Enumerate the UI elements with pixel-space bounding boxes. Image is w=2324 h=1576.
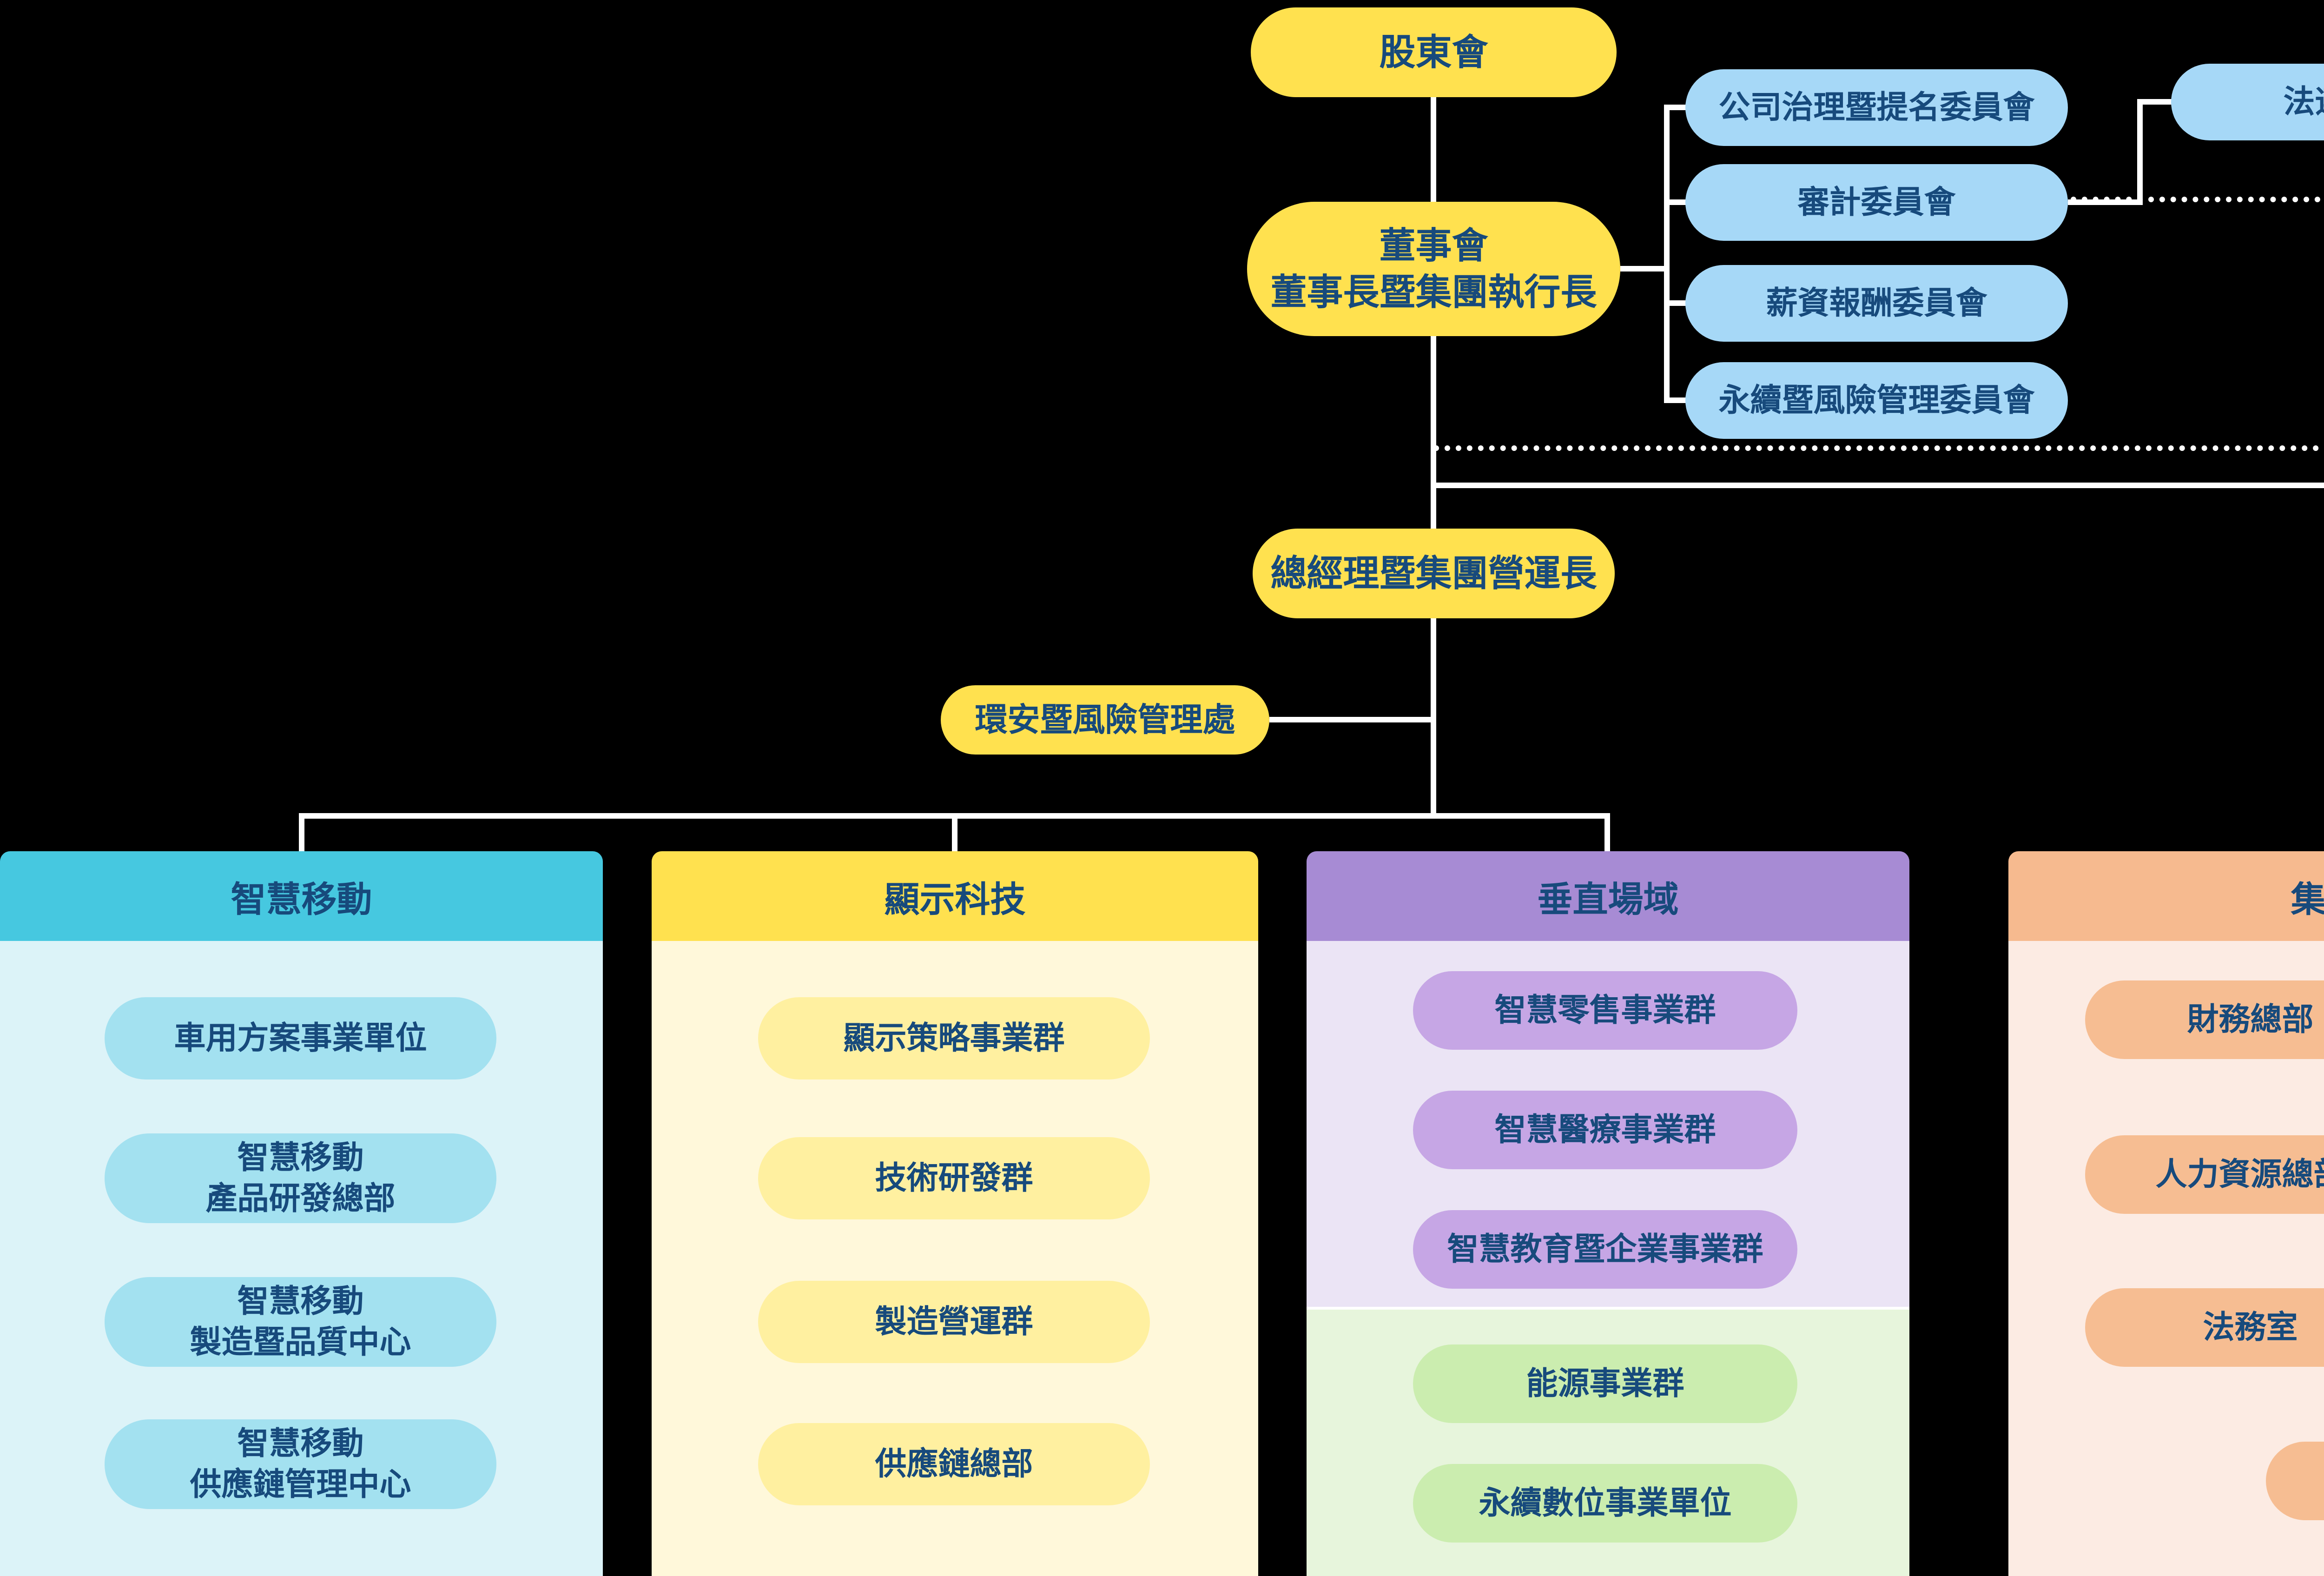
org-unit-label: 製造營運群 bbox=[875, 1304, 1033, 1339]
connector-board-support-h bbox=[1431, 483, 2324, 488]
connector-committee-stub-2 bbox=[1667, 199, 1688, 205]
shareholders-node: 股東會 bbox=[1251, 7, 1617, 97]
column-group-support: 集團營運支援單位 財務總部 數位技術發展總部 人力資源總部 永續發展總部 法務室… bbox=[2008, 851, 2324, 1576]
column-header: 顯示科技 bbox=[652, 851, 1258, 941]
connector-board-president bbox=[1431, 336, 1436, 529]
committee-label: 薪資報酬委員會 bbox=[1766, 285, 1987, 321]
president-label: 總經理暨集團營運長 bbox=[1270, 552, 1597, 594]
org-unit-node: 智慧零售事業群 bbox=[1413, 971, 1797, 1050]
org-unit-label: 製造暨品質中心 bbox=[190, 1324, 411, 1360]
org-unit-node: 人力資源總部 bbox=[2085, 1135, 2324, 1214]
committee-audit: 審計委員會 bbox=[1685, 164, 2068, 241]
org-unit-label: 供應鏈管理中心 bbox=[190, 1466, 411, 1502]
committee-sustainability-risk: 永續暨風險管理委員會 bbox=[1685, 362, 2068, 439]
org-unit-label: 智慧零售事業群 bbox=[1494, 992, 1716, 1028]
org-unit-label: 永續數位事業單位 bbox=[1479, 1485, 1732, 1521]
org-unit-node: 智慧移動 製造暨品質中心 bbox=[105, 1277, 496, 1367]
connector-drop-col3 bbox=[1604, 813, 1610, 851]
committee-compensation: 薪資報酬委員會 bbox=[1685, 265, 2068, 342]
org-unit-node: 永續數位事業單位 bbox=[1413, 1464, 1797, 1543]
connector-committee-bracket bbox=[1664, 105, 1670, 403]
org-unit-label: 能源事業群 bbox=[1526, 1365, 1684, 1401]
committee-governance-nomination: 公司治理暨提名委員會 bbox=[1685, 69, 2068, 146]
ehs-office-label: 環安暨風險管理處 bbox=[975, 701, 1235, 738]
org-unit-label: 技術研發群 bbox=[875, 1160, 1033, 1196]
board-label-line1: 董事會 bbox=[1379, 225, 1488, 266]
column-vertical-domains: 垂直場域 智慧零售事業群 智慧醫療事業群 智慧教育暨企業事業群 能源事業群 永續… bbox=[1307, 851, 1909, 1576]
org-unit-label: 人力資源總部 bbox=[2155, 1156, 2324, 1192]
connector-ehs bbox=[1269, 717, 1433, 722]
org-unit-node: 智慧移動 供應鏈管理中心 bbox=[105, 1419, 496, 1509]
org-unit-label: 智慧移動 bbox=[237, 1140, 364, 1176]
dotted-audit-right bbox=[2071, 197, 2324, 202]
president-node: 總經理暨集團營運長 bbox=[1253, 529, 1615, 618]
org-unit-node: 製造營運群 bbox=[758, 1281, 1150, 1363]
column-header: 智慧移動 bbox=[0, 851, 603, 941]
org-unit-node: 技術研發群 bbox=[758, 1137, 1150, 1219]
org-unit-label: 法務室 bbox=[2203, 1309, 2298, 1345]
connector-committee-stub-1 bbox=[1667, 105, 1688, 110]
committee-label: 公司治理暨提名委員會 bbox=[1718, 89, 2035, 125]
connector-board-bracket bbox=[1620, 266, 1667, 271]
connector-drop-col1 bbox=[299, 813, 304, 851]
section-divider bbox=[1307, 1307, 1909, 1310]
column-header: 垂直場域 bbox=[1307, 851, 1909, 941]
column-header: 集團營運支援單位 bbox=[2008, 851, 2324, 941]
committee-label: 審計委員會 bbox=[1797, 184, 1956, 220]
org-unit-label: 車用方案事業單位 bbox=[174, 1020, 427, 1056]
connector-president-down bbox=[1431, 618, 1436, 816]
connector-committee-stub-4 bbox=[1667, 397, 1688, 403]
org-unit-label: 顯示策略事業群 bbox=[843, 1020, 1065, 1056]
org-unit-node: 智慧醫療事業群 bbox=[1413, 1091, 1797, 1169]
column-title: 垂直場域 bbox=[1537, 880, 1679, 920]
org-unit-node: 法務室 bbox=[2085, 1288, 2324, 1367]
connector-shareholders-board bbox=[1431, 97, 1436, 202]
ehs-office-node: 環安暨風險管理處 bbox=[941, 685, 1269, 755]
org-unit-node: 財務總部 bbox=[2085, 980, 2324, 1059]
board-label-line2: 董事長暨集團執行長 bbox=[1270, 271, 1597, 312]
org-unit-node: 車用方案事業單位 bbox=[105, 997, 496, 1079]
org-unit-label: 智慧移動 bbox=[237, 1284, 364, 1319]
connector-audit-compliance-v bbox=[2137, 99, 2143, 205]
compliance-advisor-node: 法遵總顧問 bbox=[2171, 64, 2324, 140]
org-unit-node: 能源事業群 bbox=[1413, 1344, 1797, 1423]
connector-audit-compliance-h2 bbox=[2137, 99, 2174, 105]
connector-committee-stub-3 bbox=[1667, 300, 1688, 306]
column-smart-mobility: 智慧移動 車用方案事業單位 智慧移動 產品研發總部 智慧移動 製造暨品質中心 智… bbox=[0, 851, 603, 1576]
org-unit-label: 產品研發總部 bbox=[205, 1180, 396, 1216]
org-unit-label: 智慧醫療事業群 bbox=[1494, 1112, 1716, 1147]
column-title: 集團營運支援單位 bbox=[2291, 880, 2324, 920]
org-unit-node: 智慧移動 產品研發總部 bbox=[105, 1133, 496, 1223]
org-unit-node-audit-office: 稽核管理處 bbox=[2266, 1442, 2324, 1520]
column-display-technology: 顯示科技 顯示策略事業群 技術研發群 製造營運群 供應鏈總部 bbox=[652, 851, 1258, 1576]
org-unit-label: 智慧教育暨企業事業群 bbox=[1447, 1231, 1763, 1267]
org-unit-node: 供應鏈總部 bbox=[758, 1423, 1150, 1505]
org-unit-label: 智慧移動 bbox=[237, 1426, 364, 1462]
compliance-advisor-label: 法遵總顧問 bbox=[2283, 84, 2324, 119]
connector-drop-col2 bbox=[952, 813, 957, 851]
org-unit-label: 財務總部 bbox=[2187, 1001, 2314, 1037]
board-node: 董事會 董事長暨集團執行長 bbox=[1247, 202, 1620, 336]
org-unit-node: 顯示策略事業群 bbox=[758, 997, 1150, 1079]
column-title: 顯示科技 bbox=[884, 880, 1026, 920]
shareholders-label: 股東會 bbox=[1379, 31, 1488, 73]
committee-label: 永續暨風險管理委員會 bbox=[1718, 382, 2035, 418]
column-title: 智慧移動 bbox=[231, 880, 372, 920]
dotted-compliance-to-trunk bbox=[1433, 445, 2324, 451]
org-unit-label: 供應鏈總部 bbox=[875, 1446, 1033, 1482]
org-unit-node: 智慧教育暨企業事業群 bbox=[1413, 1210, 1797, 1289]
